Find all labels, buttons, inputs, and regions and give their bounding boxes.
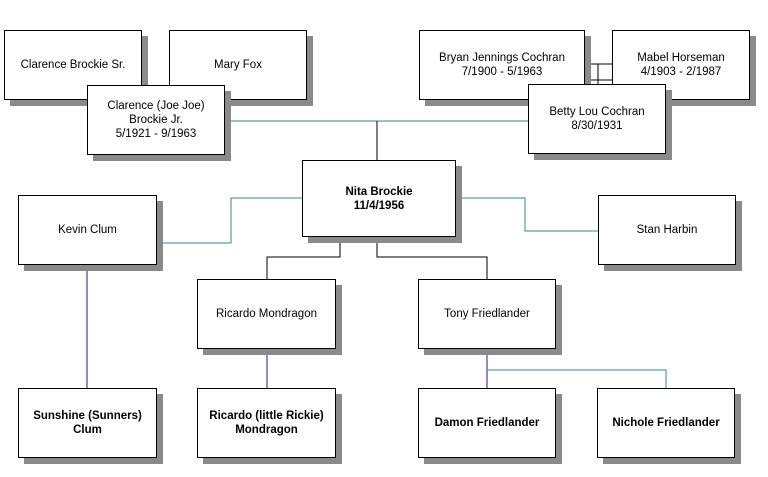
- person-betty-cochran[interactable]: Betty Lou Cochran 8/30/1931: [528, 84, 666, 154]
- line-nita-stan: [456, 197, 598, 232]
- person-name: Nita Brockie 11/4/1956: [345, 185, 413, 212]
- person-name: Ricardo (little Rickie) Mondragon: [209, 410, 324, 436]
- person-name: Sunshine (Sunners) Clum: [33, 410, 142, 436]
- person-name: Mary Fox: [214, 59, 262, 71]
- person-name: Nichole Friedlander: [612, 417, 720, 429]
- person-nichole-friedlander[interactable]: Nichole Friedlander: [597, 388, 735, 458]
- line-nita-tony: [376, 237, 488, 279]
- person-name: Stan Harbin: [636, 224, 698, 236]
- line-nita-kevin: [157, 197, 302, 244]
- person-ricardo-mondragon[interactable]: Ricardo Mondragon: [197, 279, 336, 349]
- person-clarence-brockie-jr[interactable]: Clarence (Joe Joe) Brockie Jr. 5/1921 - …: [87, 85, 225, 155]
- person-nita-brockie[interactable]: Nita Brockie 11/4/1956: [302, 160, 456, 237]
- person-mabel-horseman[interactable]: Mabel Horseman 4/1903 - 2/1987: [612, 30, 750, 100]
- person-name: Clarence Brockie Sr.: [20, 59, 126, 71]
- person-rickie-mondragon[interactable]: Ricardo (little Rickie) Mondragon: [197, 388, 336, 458]
- person-tony-friedlander[interactable]: Tony Friedlander: [418, 279, 556, 349]
- person-name: Damon Friedlander: [434, 417, 540, 429]
- person-name: Bryan Jennings Cochran 7/1900 - 5/1963: [439, 52, 565, 78]
- person-name: Ricardo Mondragon: [215, 308, 317, 320]
- line-nita-ricardo: [266, 237, 341, 279]
- person-name: Tony Friedlander: [444, 308, 530, 320]
- person-sunshine-clum[interactable]: Sunshine (Sunners) Clum: [18, 388, 157, 458]
- person-kevin-clum[interactable]: Kevin Clum: [18, 195, 157, 265]
- person-name: Kevin Clum: [58, 224, 117, 236]
- person-stan-harbin[interactable]: Stan Harbin: [598, 195, 736, 265]
- person-name: Betty Lou Cochran 8/30/1931: [549, 106, 645, 132]
- line-tony-nichole: [487, 369, 667, 388]
- person-name: Mabel Horseman 4/1903 - 2/1987: [637, 52, 725, 78]
- person-name: Clarence (Joe Joe) Brockie Jr. 5/1921 - …: [107, 100, 205, 140]
- person-damon-friedlander[interactable]: Damon Friedlander: [418, 388, 556, 458]
